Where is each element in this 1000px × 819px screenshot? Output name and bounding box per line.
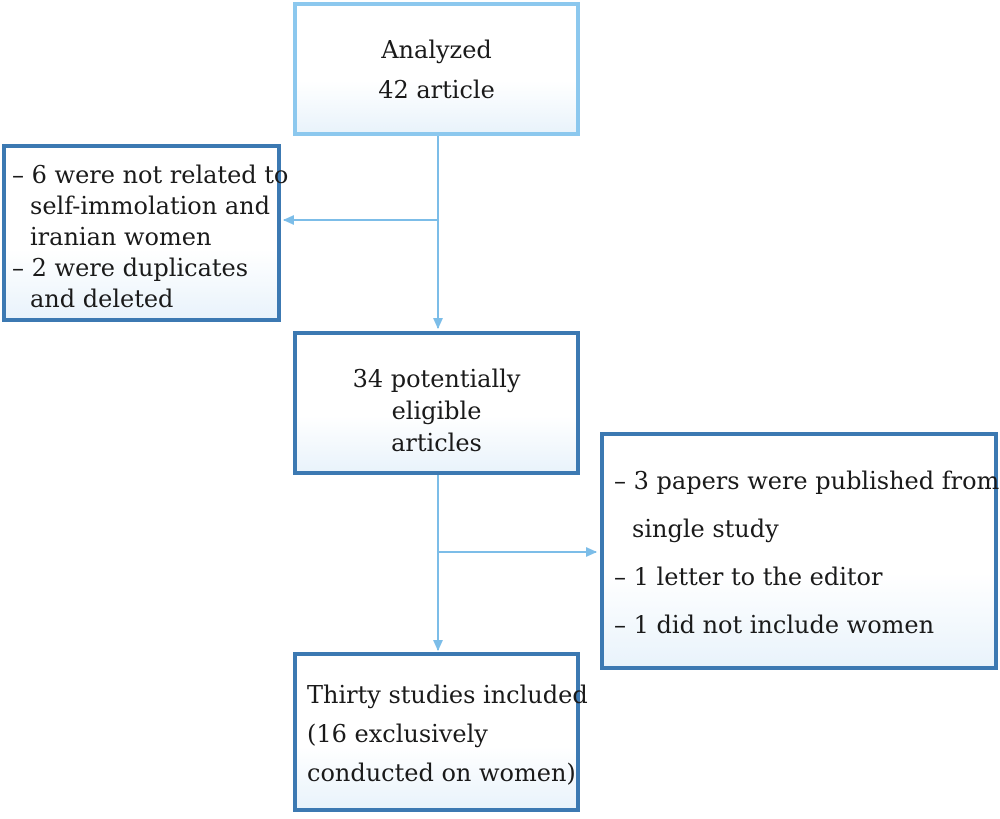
excluded-item-text: 2 were duplicates — [31, 254, 249, 282]
bullet-marker: – — [12, 161, 24, 189]
analyzed-box: Analyzed 42 article — [293, 2, 580, 136]
excluded-item: – 6 were not related to — [12, 160, 288, 191]
excluded-item: – 1 letter to the editor — [614, 553, 994, 601]
excluded-item-text: 1 did not include women — [633, 611, 935, 639]
excluded-item-text: iranian women — [30, 223, 212, 251]
excluded-item-text: and deleted — [30, 285, 174, 313]
bullet-marker: – — [614, 467, 626, 495]
bullet-marker: – — [12, 254, 24, 282]
analyzed-label: Analyzed — [381, 36, 492, 64]
eligible-box: 34 potentially eligible articles — [293, 331, 580, 475]
excluded-item: – 1 did not include women — [614, 601, 994, 649]
excluded-item-text: self-immolation and — [30, 192, 270, 220]
excluded-item: – 3 papers were published from — [614, 457, 999, 505]
bullet-marker: – — [614, 611, 626, 639]
excluded-second-box: – 3 papers were published from single st… — [600, 432, 999, 670]
excluded-first-box: – 6 were not related to self-immolation … — [2, 144, 288, 322]
excluded-item: – 2 were duplicates — [12, 253, 277, 284]
analyzed-count: 42 article — [378, 76, 495, 104]
included-line: Thirty studies included — [307, 681, 588, 709]
excluded-item-text: 6 were not related to — [31, 161, 289, 189]
bullet-marker: – — [614, 563, 626, 591]
excluded-item-text: single study — [632, 515, 779, 543]
excluded-item-text: 3 papers were published from — [633, 467, 1000, 495]
eligible-line: 34 potentially — [352, 365, 521, 393]
eligible-line: eligible — [391, 397, 482, 425]
included-line: (16 exclusively — [307, 720, 488, 748]
eligible-line: articles — [391, 429, 482, 457]
included-line: conducted on women) — [307, 759, 576, 787]
included-box: Thirty studies included (16 exclusively … — [293, 652, 588, 812]
excluded-item-text: 1 letter to the editor — [633, 563, 883, 591]
